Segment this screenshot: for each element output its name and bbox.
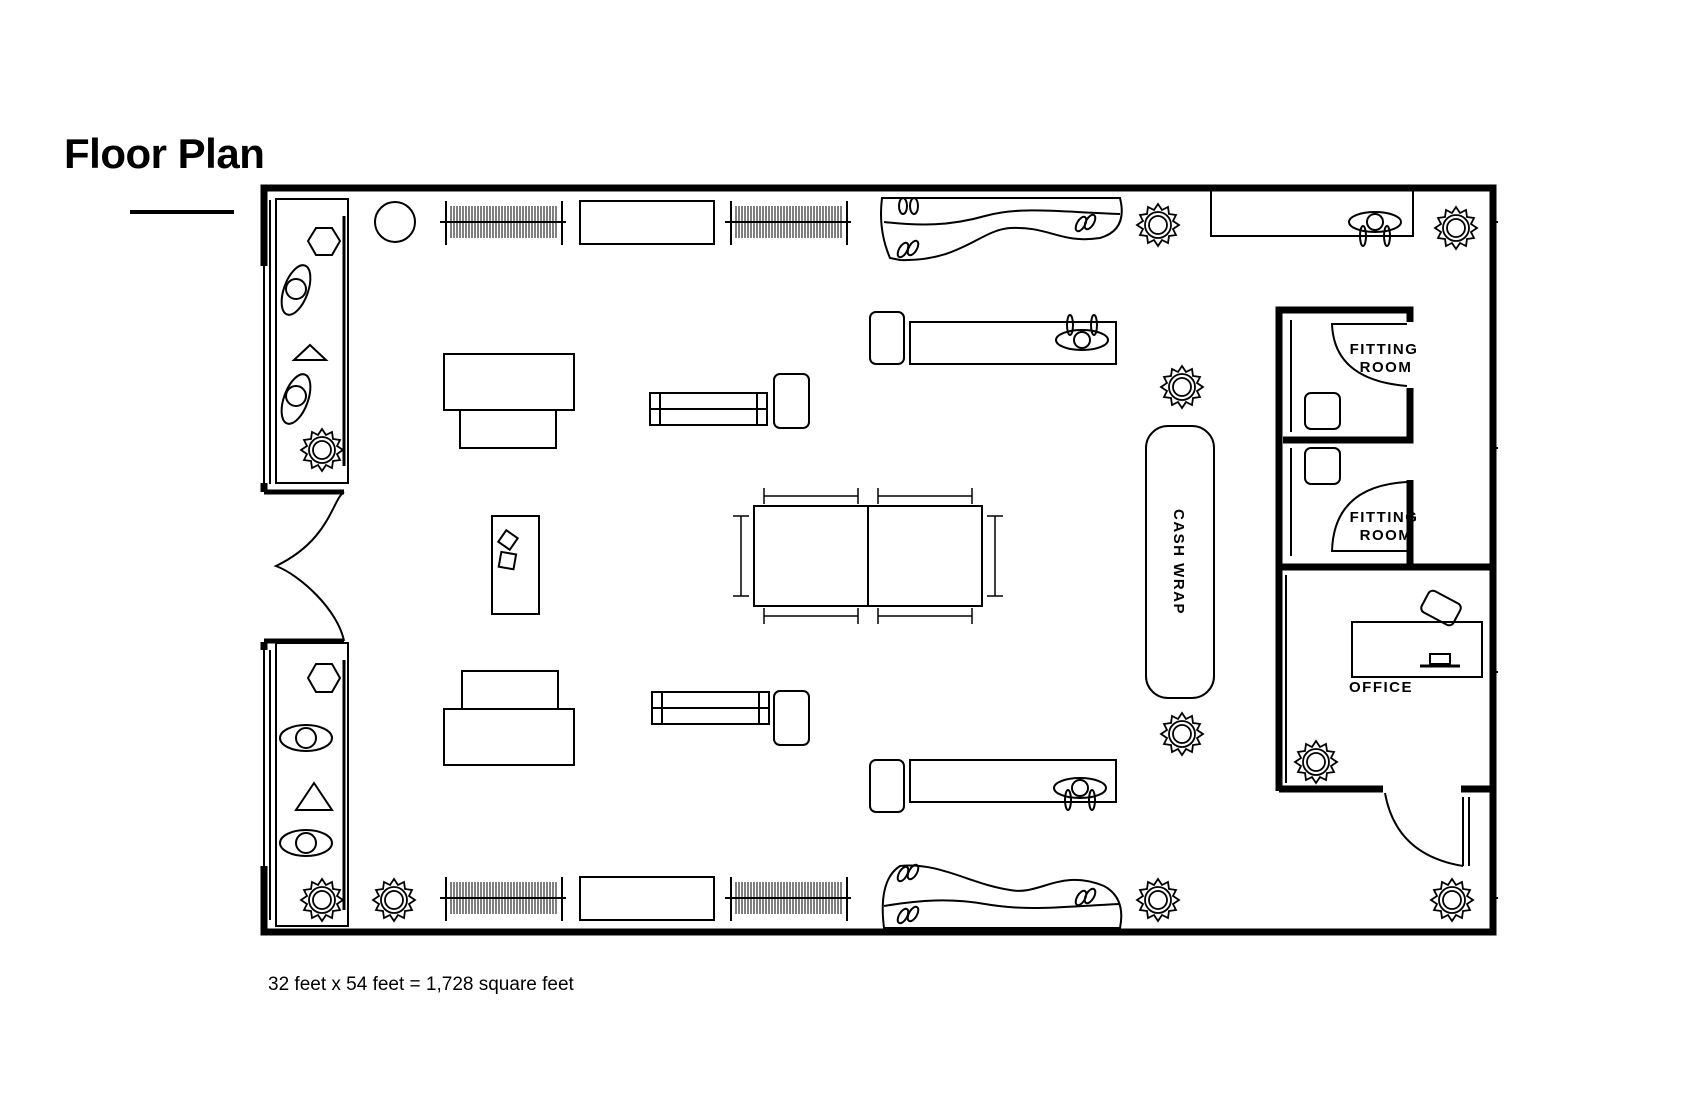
wall-shelf xyxy=(579,200,715,245)
back-room-walls xyxy=(1275,306,1493,793)
garment-rack xyxy=(725,201,851,245)
entrance-door xyxy=(264,489,345,644)
right-wall-ticks xyxy=(1493,221,1498,899)
title-underline xyxy=(130,210,234,214)
bench-upper xyxy=(649,373,810,429)
window-display-props xyxy=(279,227,342,857)
fitting-room-doors xyxy=(1290,320,1408,556)
center-table xyxy=(733,488,1003,624)
narrow-table-left xyxy=(491,515,540,615)
counter-lower-right xyxy=(869,759,1117,813)
office-interior xyxy=(1285,575,1470,867)
storefront-windows xyxy=(263,198,349,927)
fitting-room-1-label-2: ROOM xyxy=(1360,359,1413,376)
exterior-walls xyxy=(260,184,1497,936)
potted-plants xyxy=(299,202,1479,923)
wall-shelf xyxy=(579,876,715,921)
display-table-upper-left xyxy=(443,353,575,449)
top-right-counter xyxy=(1210,187,1414,247)
wavy-display-top xyxy=(880,197,1123,262)
display-table-lower-left xyxy=(443,670,575,766)
fitting-room-2-label: FITTING xyxy=(1350,509,1419,526)
page-title: Floor Plan xyxy=(64,130,265,177)
round-display-table xyxy=(374,201,416,243)
dimensions-caption: 32 feet x 54 feet = 1,728 square feet xyxy=(268,974,574,995)
office-desk xyxy=(1351,589,1483,678)
bench-lower xyxy=(651,690,810,746)
cash-wrap-counter xyxy=(1145,425,1215,699)
garment-rack xyxy=(725,877,851,921)
wavy-display-bottom xyxy=(881,863,1123,929)
office-label: OFFICE xyxy=(1349,679,1413,696)
counter-upper-right xyxy=(869,311,1117,365)
garment-rack xyxy=(440,201,566,245)
garment-rack xyxy=(440,877,566,921)
cash-wrap-label: CASH WRAP xyxy=(1170,509,1187,615)
fitting-room-1-label: FITTING xyxy=(1350,341,1419,358)
fitting-room-2-label-2: ROOM xyxy=(1360,527,1413,544)
fitting-room-benches xyxy=(1304,392,1341,485)
